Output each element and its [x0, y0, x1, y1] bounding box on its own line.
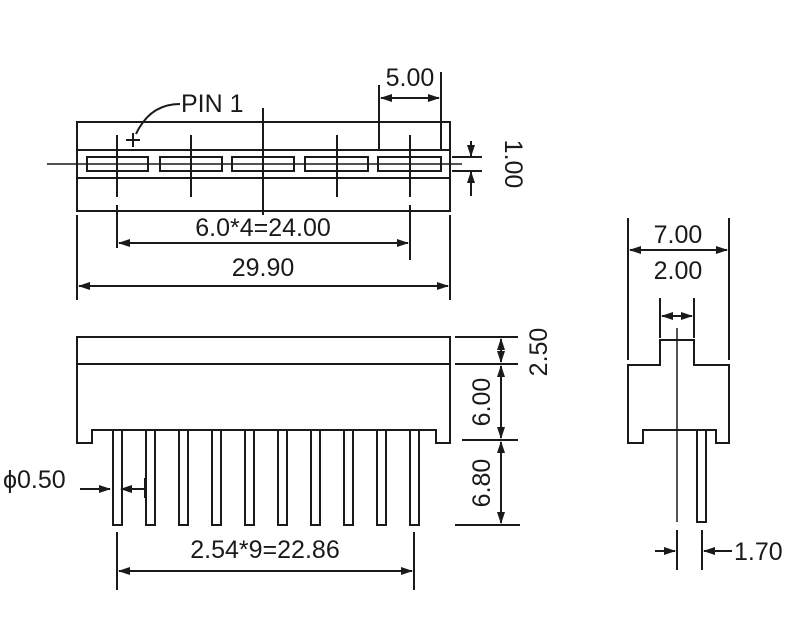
dim-top-width: 2.00	[654, 257, 703, 285]
dim-top: 2.50	[525, 328, 553, 377]
front-view: 2.50 6.00 6.80 ϕ0.50 2.54*9=22.86	[3, 328, 553, 590]
pin	[211, 429, 222, 526]
dim-pitch: 6.0*4=24.00	[195, 214, 331, 242]
pin	[310, 429, 321, 526]
pin	[178, 429, 189, 526]
side-body-outline	[627, 339, 730, 444]
side-pin	[696, 429, 707, 523]
pins	[112, 429, 420, 526]
dim-segment-height: 1.00	[499, 140, 527, 189]
top-view: PIN 1 5.00 1.00 6.0*4=24.00 29.90	[47, 64, 527, 300]
pin	[376, 429, 387, 526]
dim-body: 6.00	[468, 378, 496, 427]
dim-pin-pitch: 2.54*9=22.86	[190, 536, 339, 564]
dim-width: 7.00	[654, 221, 703, 249]
pin	[112, 429, 123, 526]
pin1-label: PIN 1	[181, 90, 244, 118]
dim-pin-diameter: ϕ0.50	[3, 466, 66, 494]
dim-pin-offset: 1.70	[734, 538, 783, 566]
pin	[343, 429, 354, 526]
dim-segment-width: 5.00	[386, 64, 435, 92]
dim-pin-length: 6.80	[468, 459, 496, 508]
pin	[244, 429, 255, 526]
side-view: 7.00 2.00 1.70	[627, 218, 783, 570]
pin1-marker-icon	[126, 133, 140, 147]
dim-length: 29.90	[232, 254, 295, 282]
pin1-leader	[135, 103, 181, 135]
pin	[409, 429, 420, 526]
front-body-outline	[76, 336, 451, 444]
pin	[145, 429, 156, 526]
pin	[277, 429, 288, 526]
